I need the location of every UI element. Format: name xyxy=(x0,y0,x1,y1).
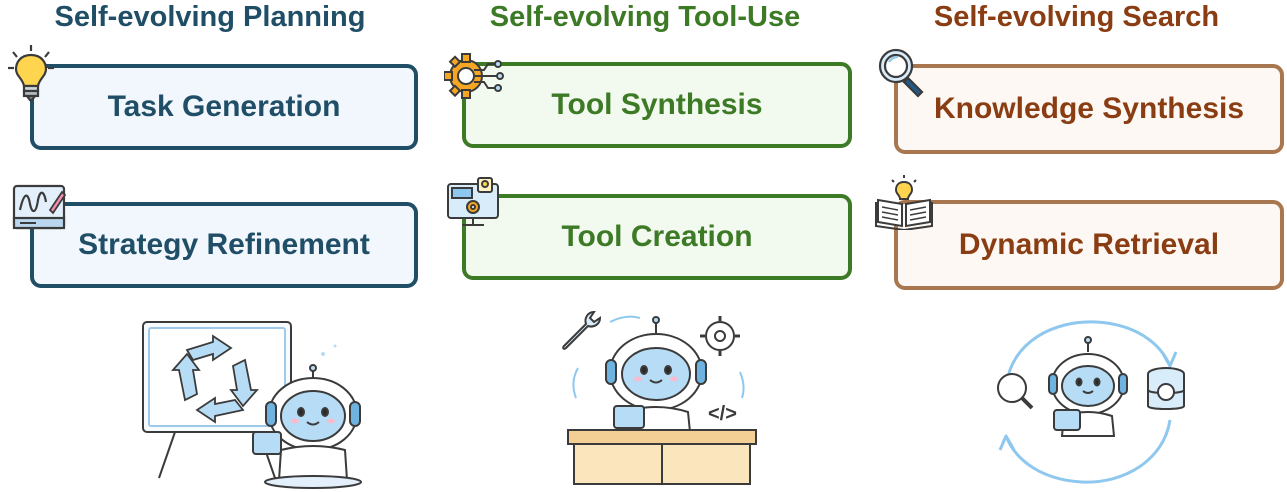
robot-tooluse xyxy=(605,316,707,433)
tooluse-illustration: </> xyxy=(562,310,757,485)
robot-search xyxy=(1048,336,1128,437)
search-title: Self-evolving Search xyxy=(933,1,1220,33)
tool-creation-label: Tool Creation xyxy=(561,220,753,253)
search-column: Self-evolving Search Knowledge Synthesis… xyxy=(866,0,1287,492)
search-illustration xyxy=(997,320,1185,484)
robot-planning xyxy=(252,364,362,489)
planning-illustration xyxy=(142,321,362,489)
cycle-arrows-icon xyxy=(171,334,259,424)
tool-synthesis-box: Tool Synthesis xyxy=(462,62,852,148)
gear-icon xyxy=(700,316,740,356)
strategy-refinement-box: Strategy Refinement xyxy=(30,202,418,288)
magnifier-small-icon xyxy=(997,373,1034,410)
knowledge-synthesis-box: Knowledge Synthesis xyxy=(894,64,1284,154)
code-glyph: </> xyxy=(708,403,737,425)
gear-circuit-icon xyxy=(444,53,504,99)
magnifier-icon xyxy=(878,48,924,98)
wrench-icon xyxy=(562,310,602,350)
planning-title: Self-evolving Planning xyxy=(54,1,366,33)
dynamic-retrieval-box: Dynamic Retrieval xyxy=(894,200,1284,290)
tooluse-title: Self-evolving Tool-Use xyxy=(489,1,801,33)
database-brain-icon xyxy=(1147,367,1185,410)
task-generation-label: Task Generation xyxy=(107,90,341,123)
lightbulb-icon xyxy=(8,45,54,102)
whiteboard xyxy=(142,321,292,479)
chart-panel-icon xyxy=(12,184,67,230)
dynamic-retrieval-label: Dynamic Retrieval xyxy=(958,228,1220,261)
tooluse-column: Self-evolving Tool-Use Tool Synthesis To… xyxy=(430,0,860,492)
desk xyxy=(567,429,757,485)
strategy-refinement-label: Strategy Refinement xyxy=(78,228,370,261)
cycle-ring xyxy=(998,320,1178,484)
tool-creation-box: Tool Creation xyxy=(462,194,852,280)
task-generation-box: Task Generation xyxy=(30,64,418,150)
monitor-gear-icon xyxy=(447,177,499,226)
planning-column: Self-evolving Planning Task Generation S… xyxy=(0,0,420,492)
knowledge-synthesis-label: Knowledge Synthesis xyxy=(933,92,1245,125)
open-book-bulb-icon xyxy=(875,175,933,230)
tool-synthesis-label: Tool Synthesis xyxy=(551,88,763,121)
